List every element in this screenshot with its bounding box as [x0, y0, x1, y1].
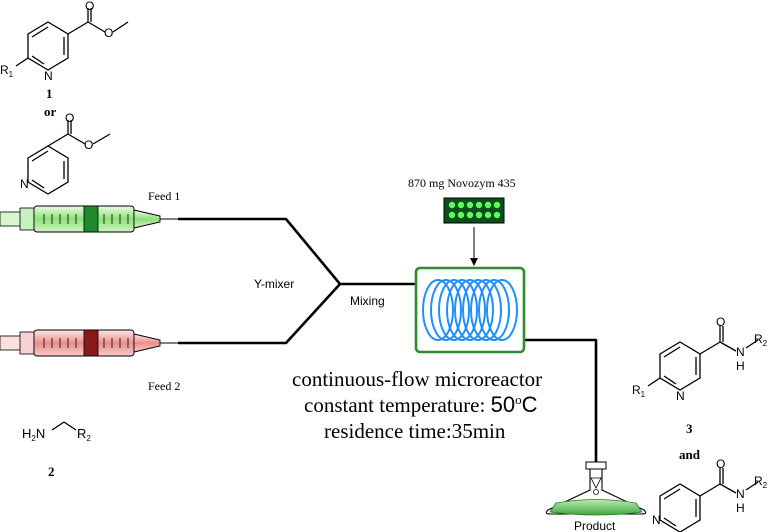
compound-3b-o-label: O: [716, 457, 725, 471]
compound-3b-nh-label: N: [736, 487, 745, 501]
isonicotinate-ester-o-label: O: [84, 138, 93, 152]
catalyst-dot: [484, 201, 492, 209]
compound-3-r1-label: R1: [632, 383, 646, 399]
compound-3-h-label: H: [736, 359, 745, 373]
compound-2-number: 2: [48, 464, 55, 479]
compound-2-structure: [51, 421, 77, 431]
catalyst-label: 870 mg Novozym 435: [408, 176, 516, 190]
coil-loop: [454, 279, 486, 341]
compound-isonicotinate-structure: [27, 120, 111, 195]
compound-2-r-label: R2: [77, 426, 91, 443]
compound-3-nh-label: N: [736, 345, 745, 359]
conditions-line-3: residence time:35min: [324, 419, 506, 443]
compound-3b-h-label: H: [736, 501, 745, 515]
coil-loop: [422, 279, 454, 341]
conditions-line-1: continuous-flow microreactor: [292, 367, 542, 391]
compound-1-n-label: N: [44, 69, 53, 83]
coil-loop: [430, 279, 462, 341]
compound-1-structure: [15, 8, 129, 71]
compound-1-r-label: R1: [0, 63, 14, 79]
product-label: Product: [574, 519, 616, 532]
catalyst-dot: [475, 211, 483, 219]
compound-1-oxo-label: O: [85, 0, 94, 13]
compound-3-o-label: O: [716, 315, 725, 329]
catalyst-dot: [466, 201, 474, 209]
coil-loop: [462, 279, 494, 341]
compound-3-structure: [647, 326, 759, 391]
syringe-feed-1: [0, 205, 178, 233]
catalyst-cartridge: [443, 197, 505, 224]
or-text: or: [44, 104, 57, 119]
catalyst-dot: [466, 211, 474, 219]
catalyst-dot: [457, 201, 465, 209]
and-text: and: [679, 447, 701, 462]
compound-3b-n-label: N: [652, 513, 661, 527]
catalyst-dot: [484, 211, 492, 219]
mixing-label: Mixing: [350, 294, 385, 308]
coil-loop: [478, 279, 510, 341]
coil-loop: [486, 279, 518, 341]
catalyst-dot: [448, 201, 456, 209]
syringe-feed-2: [0, 329, 178, 357]
compound-1-number: 1: [46, 86, 53, 101]
catalyst-dot: [493, 201, 501, 209]
catalyst-dot: [457, 211, 465, 219]
y-mixer-label: Y-mixer: [254, 277, 294, 291]
compound-3-number: 3: [686, 421, 693, 436]
product-flask: [545, 461, 647, 516]
catalyst-arrow: [470, 227, 478, 266]
coil-loop: [470, 279, 502, 341]
feed-1-label: Feed 1: [148, 189, 180, 203]
compound-3-r2-label: R2: [754, 332, 768, 348]
coil-loop: [446, 279, 478, 341]
catalyst-dot: [448, 211, 456, 219]
compound-3-n-label: N: [676, 389, 685, 403]
compound-3b-structure: [659, 468, 759, 532]
feed-2-label: Feed 2: [148, 379, 180, 393]
compound-3b-r2-label: R2: [754, 474, 768, 490]
tubing: [178, 217, 598, 486]
conditions-line-2: constant temperature: 50oC: [304, 392, 538, 417]
coil-loop: [438, 279, 470, 341]
catalyst-dot: [475, 201, 483, 209]
compound-1-ester-o-label: O: [104, 26, 113, 40]
reactor-coil: [422, 279, 518, 341]
isonicotinate-n-label: N: [20, 177, 29, 191]
catalyst-dot: [493, 211, 501, 219]
isonicotinate-oxo-label: O: [65, 111, 74, 125]
compound-2-h2n-label: H2N: [22, 426, 45, 443]
